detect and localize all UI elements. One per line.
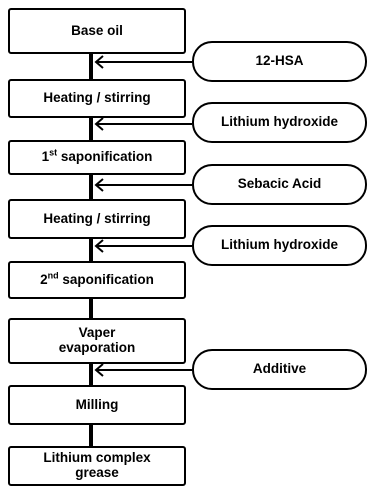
input-additive: Additive <box>192 349 367 390</box>
ordinal-suffix: st <box>49 147 58 158</box>
step-label: Base oil <box>71 22 123 38</box>
input-label: Lithium hydroxide <box>220 114 338 130</box>
input-label: 12-HSA <box>255 53 304 69</box>
step-lithium-complex-grease: Lithium complex grease <box>8 446 186 486</box>
ordinal-number: 1 <box>41 149 50 165</box>
arrow-additive <box>94 363 104 377</box>
step-label-line2: grease <box>75 465 119 480</box>
step-label: 2nd saponification <box>40 270 154 288</box>
arrow-sebacic <box>94 178 104 192</box>
input-label: Additive <box>252 361 307 377</box>
arrow-lioh-1 <box>94 117 104 131</box>
step-heating-stirring-2: Heating / stirring <box>8 199 186 239</box>
input-lithium-hydroxide-2: Lithium hydroxide <box>192 225 367 266</box>
arrow-12hsa <box>94 55 104 69</box>
step-base-oil: Base oil <box>8 8 186 54</box>
step-label: Heating / stirring <box>43 210 151 226</box>
ordinal-number: 2 <box>40 271 48 287</box>
input-label: Sebacic Acid <box>237 176 322 192</box>
step-label: 1st saponification <box>41 147 153 165</box>
step-label: Milling <box>75 396 119 412</box>
step-vapor-evaporation: Vaper evaporation <box>8 318 186 364</box>
step-text: saponification <box>57 149 153 165</box>
step-milling: Milling <box>8 385 186 425</box>
step-label-line1: Vaper <box>78 325 116 341</box>
ordinal-suffix: nd <box>47 270 59 281</box>
step-text: saponification <box>58 271 154 287</box>
arrow-lioh-2 <box>94 239 104 253</box>
input-12-hsa: 12-HSA <box>192 41 367 82</box>
step-label: Heating / stirring <box>43 90 151 106</box>
input-label: Lithium hydroxide <box>220 237 338 253</box>
step-first-saponification: 1st saponification <box>8 140 186 175</box>
input-sebacic-acid: Sebacic Acid <box>192 164 367 205</box>
step-heating-stirring-1: Heating / stirring <box>8 79 186 118</box>
input-lithium-hydroxide-1: Lithium hydroxide <box>192 102 367 143</box>
step-second-saponification: 2nd saponification <box>8 261 186 299</box>
step-label-line1: Lithium complex <box>43 450 151 466</box>
step-label-line2: evaporation <box>58 340 136 355</box>
